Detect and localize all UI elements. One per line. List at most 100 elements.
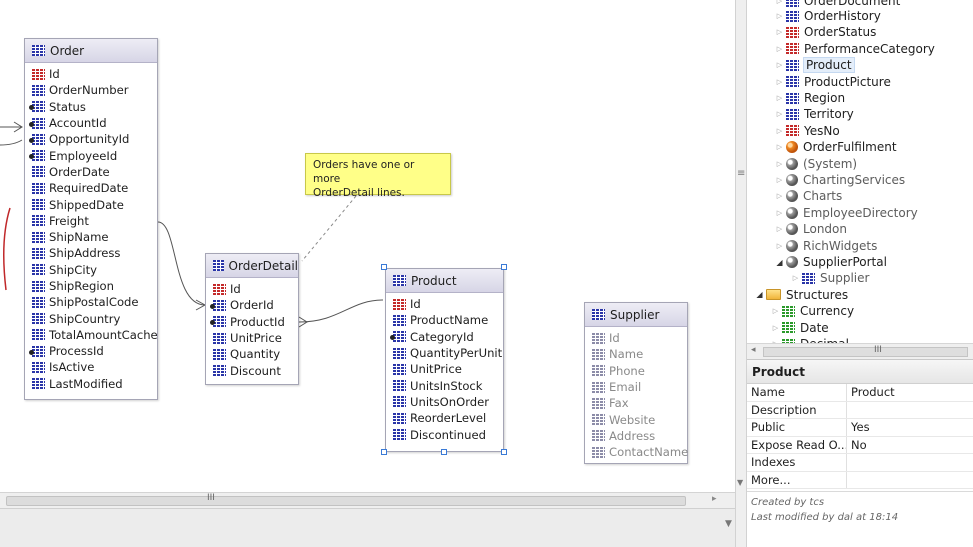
entity-field[interactable]: ShipName bbox=[32, 229, 157, 245]
entity-field[interactable]: Id bbox=[213, 281, 298, 297]
tree-item[interactable]: ▷ProductPicture bbox=[775, 74, 891, 90]
tree-item[interactable]: ◢Structures bbox=[755, 287, 848, 303]
entity-field[interactable]: ShipCity bbox=[32, 262, 157, 278]
tree-item[interactable]: ▷EmployeeDirectory bbox=[775, 205, 918, 221]
tree-item[interactable]: ▷(System) bbox=[775, 156, 857, 172]
expand-arrow-icon[interactable]: ▷ bbox=[776, 28, 783, 37]
tree-item[interactable]: ▷OrderHistory bbox=[775, 8, 881, 24]
expand-arrow-icon[interactable]: ▷ bbox=[776, 126, 783, 135]
tree-item[interactable]: ▷ChartingServices bbox=[775, 172, 905, 188]
expand-arrow-icon[interactable]: ▷ bbox=[776, 77, 783, 86]
property-value[interactable] bbox=[847, 472, 851, 489]
entity-field[interactable]: EmployeeId bbox=[29, 147, 157, 163]
entity-field[interactable]: OrderDate bbox=[32, 164, 157, 180]
scroll-right-arrow-icon[interactable]: ▸ bbox=[712, 494, 717, 504]
expand-arrow-icon[interactable]: ▷ bbox=[792, 274, 799, 283]
entity-field[interactable]: Id bbox=[592, 330, 687, 346]
scroll-thumb[interactable]: III bbox=[763, 345, 968, 357]
expand-arrow-icon[interactable]: ▷ bbox=[776, 12, 783, 20]
tree-item[interactable]: ◢SupplierPortal bbox=[775, 254, 887, 270]
entity-field[interactable]: CategoryId bbox=[390, 329, 503, 345]
property-value[interactable] bbox=[847, 454, 851, 471]
entity-field[interactable]: ShippedDate bbox=[32, 196, 157, 212]
tree-item[interactable]: ▷RichWidgets bbox=[775, 238, 878, 254]
entity-field[interactable]: Discontinued bbox=[393, 426, 503, 442]
scroll-thumb[interactable]: III bbox=[6, 493, 686, 506]
expand-arrow-icon[interactable]: ▷ bbox=[776, 159, 783, 168]
expand-arrow-icon[interactable]: ▷ bbox=[776, 143, 783, 152]
expand-arrow-icon[interactable]: ▷ bbox=[776, 176, 783, 184]
entity-header[interactable]: Order bbox=[25, 39, 157, 63]
entity-field[interactable]: Website bbox=[592, 411, 687, 427]
entity-field[interactable]: ShipRegion bbox=[32, 278, 157, 294]
entity-field[interactable]: IsActive bbox=[32, 359, 157, 375]
entity-field[interactable]: UnitsInStock bbox=[393, 377, 503, 393]
entity-field[interactable]: AccountId bbox=[29, 115, 157, 131]
expand-arrow-icon[interactable]: ▷ bbox=[776, 61, 783, 70]
entity-field[interactable]: Freight bbox=[32, 213, 157, 229]
entity-field[interactable]: ShipAddress bbox=[32, 245, 157, 261]
expand-arrow-icon[interactable]: ▷ bbox=[776, 110, 783, 119]
panel-splitter[interactable]: ≡ ▼ bbox=[735, 0, 747, 547]
entity-field[interactable]: ReorderLevel bbox=[393, 410, 503, 426]
entity-field[interactable]: OrderId bbox=[210, 297, 298, 313]
entity-field[interactable]: QuantityPerUnit bbox=[393, 345, 503, 361]
tree-item[interactable]: ▷Decimal bbox=[771, 336, 849, 345]
expand-arrow-icon[interactable]: ▷ bbox=[771, 340, 780, 345]
scroll-left-arrow-icon[interactable]: ◂ bbox=[751, 345, 756, 355]
selection-handle[interactable] bbox=[381, 449, 387, 455]
selection-handle[interactable] bbox=[501, 449, 507, 455]
entity-field[interactable]: LastModified bbox=[32, 376, 157, 392]
entity-field[interactable]: OrderNumber bbox=[32, 82, 157, 98]
property-value[interactable]: Yes bbox=[851, 420, 870, 435]
entity-field[interactable]: Fax bbox=[592, 395, 687, 411]
tree-item[interactable]: ▷OrderStatus bbox=[775, 24, 877, 40]
property-value[interactable]: Product bbox=[851, 385, 895, 400]
tree-item[interactable]: ▷OrderDocument bbox=[775, 0, 900, 9]
tree-item[interactable]: ▷Charts bbox=[775, 188, 842, 204]
entity-field[interactable]: Id bbox=[393, 296, 503, 312]
entity-field[interactable]: ProductId bbox=[210, 314, 298, 330]
tree-item[interactable]: ▷Date bbox=[771, 320, 829, 336]
entity-field[interactable]: ProcessId bbox=[29, 343, 157, 359]
selection-handle[interactable] bbox=[381, 264, 387, 270]
property-value[interactable]: No bbox=[851, 437, 867, 452]
tree-item[interactable]: ▷Currency bbox=[771, 303, 854, 319]
tree-horizontal-scrollbar[interactable]: ◂ III bbox=[747, 343, 973, 359]
entity-field[interactable]: UnitPrice bbox=[213, 330, 298, 346]
expand-arrow-icon[interactable]: ▷ bbox=[776, 0, 783, 5]
property-value[interactable] bbox=[847, 402, 851, 419]
entity-header[interactable]: OrderDetail bbox=[206, 254, 298, 278]
selection-handle[interactable] bbox=[441, 449, 447, 455]
entity-field[interactable]: ContactName bbox=[592, 444, 688, 460]
collapse-arrow-icon[interactable]: ◢ bbox=[756, 290, 763, 300]
entity-field[interactable]: RequiredDate bbox=[32, 180, 157, 196]
entity-field[interactable]: ProductName bbox=[393, 312, 503, 328]
entity-field[interactable]: Phone bbox=[592, 363, 687, 379]
expand-arrow-icon[interactable]: ▷ bbox=[772, 307, 779, 316]
expand-arrow-icon[interactable]: ▷ bbox=[776, 94, 783, 102]
chevron-down-icon[interactable]: ▼ bbox=[725, 519, 732, 529]
collapse-arrow-icon[interactable]: ◢ bbox=[776, 257, 783, 267]
property-row[interactable]: More... bbox=[747, 471, 973, 489]
expand-arrow-icon[interactable]: ▷ bbox=[776, 241, 783, 250]
chevron-down-icon[interactable]: ▼ bbox=[737, 478, 744, 487]
tree-item[interactable]: ▷YesNo bbox=[775, 123, 840, 139]
entity-field[interactable]: Quantity bbox=[213, 346, 298, 362]
entity-field[interactable]: UnitPrice bbox=[393, 361, 503, 377]
entity-field[interactable]: Address bbox=[592, 428, 687, 444]
entity-field[interactable]: OpportunityId bbox=[29, 131, 157, 147]
entity-header[interactable]: Supplier bbox=[585, 303, 687, 327]
entity-field[interactable]: Name bbox=[592, 346, 687, 362]
entity-field[interactable]: Status bbox=[29, 99, 157, 115]
entity-field[interactable]: ShipCountry bbox=[32, 310, 157, 326]
expand-arrow-icon[interactable]: ▷ bbox=[776, 208, 783, 217]
property-row[interactable]: Indexes bbox=[747, 454, 973, 472]
tree-item[interactable]: ▷Supplier bbox=[791, 270, 870, 286]
